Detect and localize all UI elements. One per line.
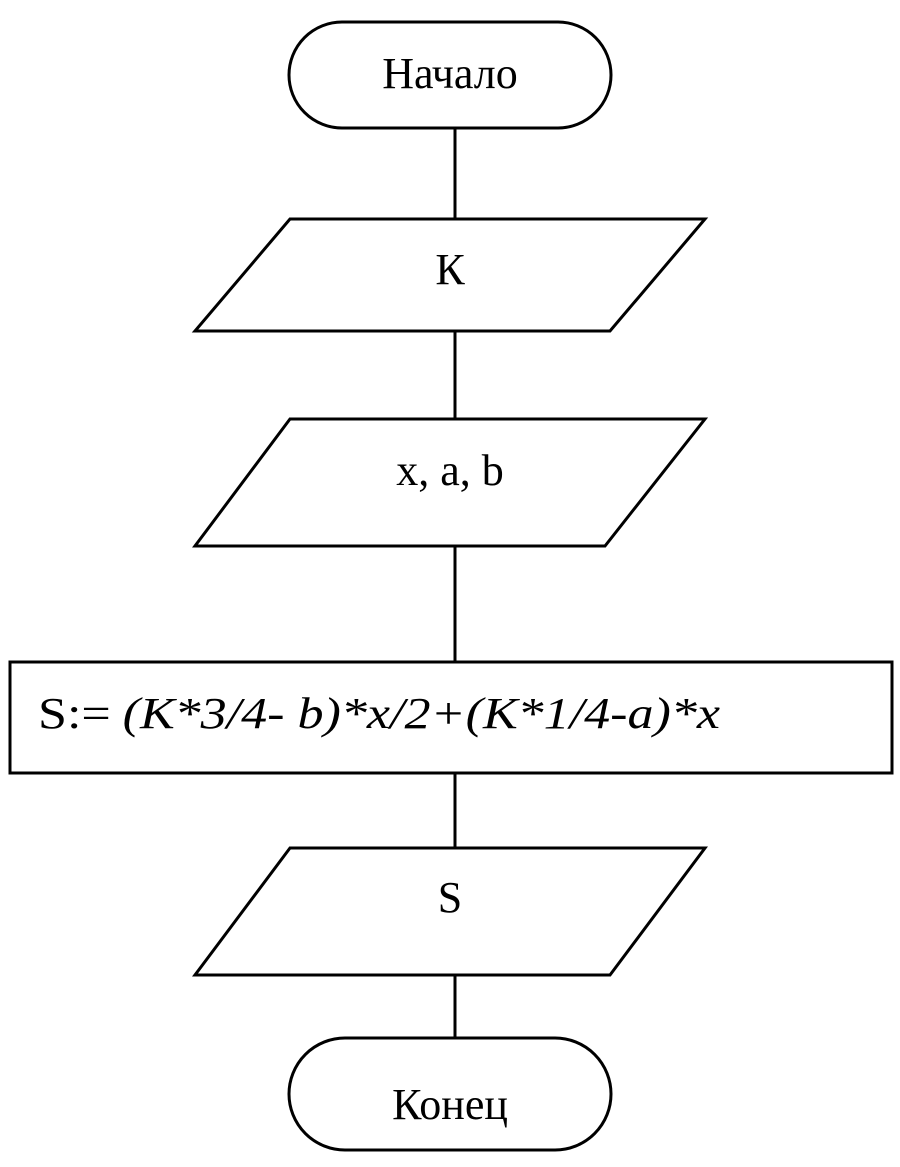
input-k-block: К — [191, 217, 709, 333]
output-s-block: S — [192, 846, 708, 977]
process-block: S:=(К*3/4- b)*x/2+(К*1/4-a)*x — [8, 660, 894, 775]
process-prefix: S:= — [38, 689, 111, 738]
end-label: Конец — [392, 1080, 508, 1129]
input-k-label: К — [435, 245, 465, 294]
input-xab-block: x, a, b — [192, 417, 709, 548]
process-formula: S:=(К*3/4- b)*x/2+(К*1/4-a)*x — [38, 689, 721, 738]
start-label: Начало — [382, 49, 518, 98]
input-xab-label: x, a, b — [396, 446, 504, 495]
output-s-label: S — [438, 873, 462, 922]
end-terminator: Конец — [287, 1036, 613, 1152]
process-expression: (К*3/4- b)*x/2+(К*1/4-a)*x — [123, 689, 721, 738]
start-terminator: Начало — [287, 20, 613, 130]
